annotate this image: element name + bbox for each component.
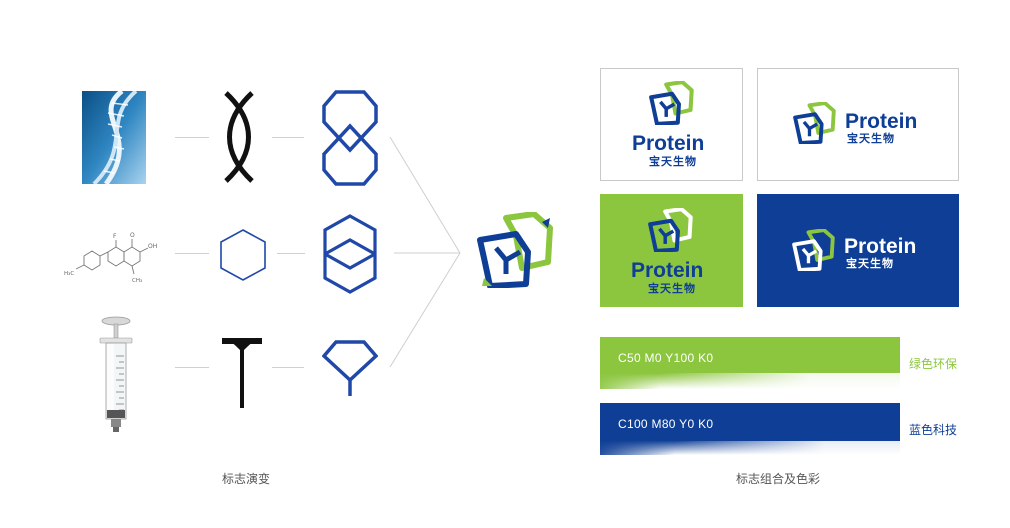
hexagon-glyph [218,228,268,282]
swatch-name-blue: 蓝色科技 [909,423,958,437]
swatch-formula: C50 M0 Y100 K0 [618,351,714,365]
protein-cube-logo [649,81,694,125]
diamond-y-mark [321,338,379,398]
stacked-hexagon-mark [323,214,377,294]
chemical-structure-drawing: F O OH H₃C CH₃ [64,220,164,286]
double-hexagon-mark [322,90,378,186]
color-swatch-green: C50 M0 Y100 K0 [600,337,900,389]
chem-label-f: F [113,233,117,240]
protein-cube-logo [476,211,556,289]
connector-line [175,253,209,254]
connector-line [175,137,209,138]
chinese-name: 宝天生物 [648,282,696,295]
color-swatch-blue: C100 M80 Y0 K0 [600,403,900,455]
wordmark: Protein [844,235,917,258]
wordmark: Protein [845,110,918,133]
logo-card-stacked-light: Protein 宝天生物 [600,68,743,181]
chem-label-o: O [130,232,135,239]
chem-label-oh: OH [148,243,157,250]
swatch-formula: C100 M80 Y0 K0 [618,417,714,431]
combination-caption: 标志组合及色彩 [736,472,821,486]
t-glyph [220,336,264,410]
converging-lines [389,136,461,368]
chem-label-h3c: H₃C [64,271,74,277]
swatch-name-green: 绿色环保 [909,357,958,371]
protein-cube-logo [648,208,693,252]
logo-card-horizontal-light: Protein 宝天生物 [757,68,959,181]
connector-line [272,137,304,138]
syringe-photo [94,316,138,434]
chinese-name: 宝天生物 [846,257,894,270]
chinese-name: 宝天生物 [649,155,697,168]
wordmark: Protein [631,259,704,282]
chinese-name: 宝天生物 [847,132,895,145]
protein-cube-logo [793,102,836,144]
dna-photo [82,89,146,186]
helix-glyph [222,91,256,183]
chem-label-ch3: CH₃ [132,278,142,284]
protein-cube-logo [792,229,835,271]
logo-card-stacked-green: Protein 宝天生物 [600,194,743,307]
connector-line [175,367,209,368]
evolution-caption: 标志演变 [222,472,271,486]
connector-line [277,253,305,254]
connector-line [272,367,304,368]
wordmark: Protein [632,132,705,155]
logo-card-horizontal-blue: Protein 宝天生物 [757,194,959,307]
